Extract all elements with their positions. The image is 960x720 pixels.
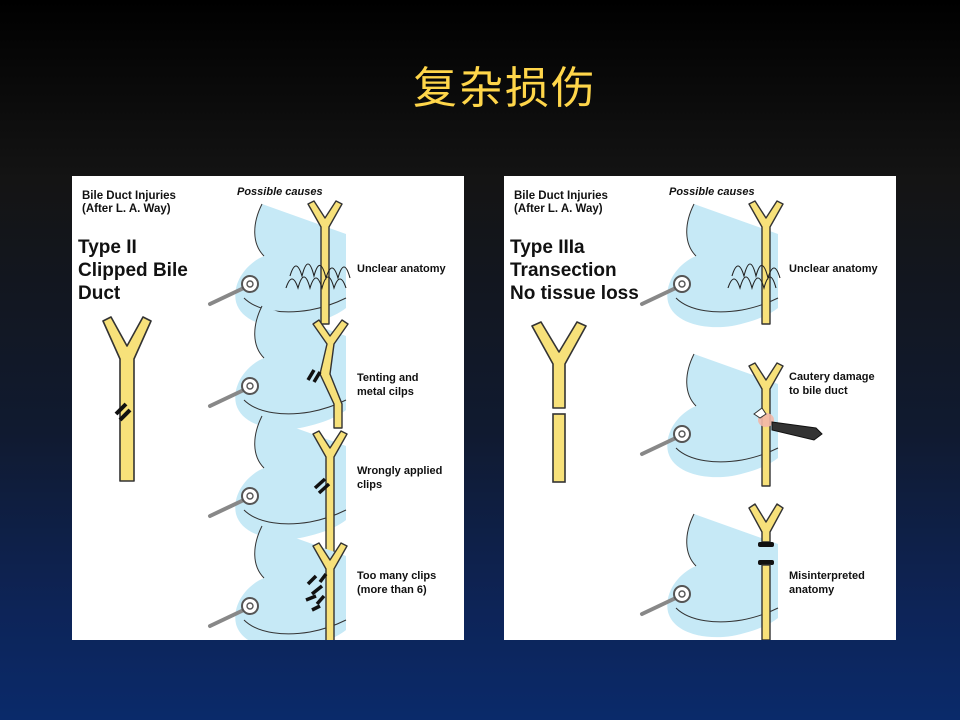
header-line-1: Bile Duct Injuries bbox=[82, 190, 176, 202]
left-panel-type-ii: Bile Duct Injuries (After L. A. Way) Pos… bbox=[72, 176, 464, 640]
type-title-line-1: Type II bbox=[78, 237, 137, 258]
right-panel-illustrations bbox=[531, 200, 823, 640]
cause-label: Unclear anatomy bbox=[357, 263, 446, 275]
header-line-1: Bile Duct Injuries bbox=[514, 190, 608, 202]
unclear-anatomy-diagram bbox=[640, 200, 784, 330]
cautery-damage-diagram bbox=[640, 352, 823, 487]
type-title-line-2: Transection bbox=[510, 260, 617, 281]
transected-duct-diagram bbox=[531, 321, 587, 483]
cause-label: anatomy bbox=[789, 584, 835, 596]
cause-label: (more than 6) bbox=[357, 584, 427, 596]
cause-label: Wrongly applied bbox=[357, 465, 443, 477]
unclear-anatomy-diagram bbox=[208, 200, 351, 330]
misinterpreted-anatomy-diagram bbox=[640, 503, 784, 640]
slide-title: 复杂损伤 bbox=[413, 63, 597, 114]
header-line-2: (After L. A. Way) bbox=[82, 203, 171, 215]
cause-label: Unclear anatomy bbox=[789, 263, 878, 275]
right-panel-type-iiia: Bile Duct Injuries (After L. A. Way) Pos… bbox=[504, 176, 896, 640]
type-title-line-3: No tissue loss bbox=[510, 283, 639, 304]
possible-causes-heading: Possible causes bbox=[237, 186, 323, 198]
wrongly-applied-clips-diagram bbox=[208, 414, 348, 555]
cause-label: to bile duct bbox=[789, 385, 848, 397]
cause-label: Misinterpreted bbox=[789, 570, 865, 582]
type-title-line-3: Duct bbox=[78, 283, 121, 304]
type-title-line-2: Clipped Bile bbox=[78, 260, 188, 281]
cause-label: Too many clips bbox=[357, 570, 437, 582]
cause-label: metal cilps bbox=[357, 386, 414, 398]
tenting-clips-diagram bbox=[208, 304, 349, 432]
left-panel-illustrations bbox=[102, 200, 351, 640]
type-title-line-1: Type IIIa bbox=[510, 237, 585, 258]
cause-label: clips bbox=[357, 479, 383, 491]
possible-causes-heading: Possible causes bbox=[669, 186, 755, 198]
header-line-2: (After L. A. Way) bbox=[514, 203, 603, 215]
clipped-duct-diagram bbox=[102, 316, 152, 482]
cause-label: Cautery damage bbox=[789, 371, 875, 383]
too-many-clips-diagram bbox=[208, 524, 348, 640]
cause-label: Tenting and bbox=[357, 372, 419, 384]
